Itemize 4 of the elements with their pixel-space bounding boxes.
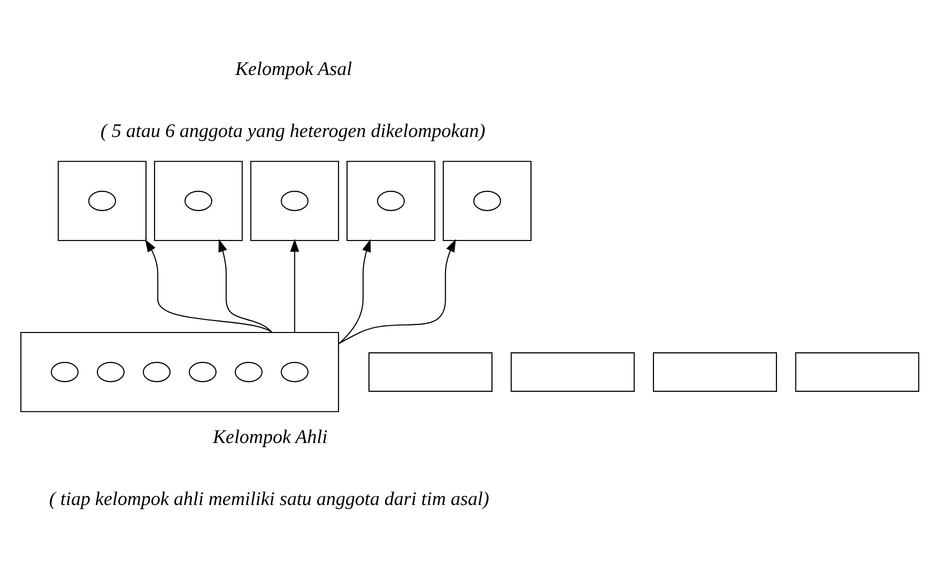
label: Kelompok Ahli bbox=[212, 426, 328, 448]
label: ( 5 atau 6 anggota yang heterogen dikelompokan) bbox=[100, 120, 486, 142]
label: ( tiap kelompok ahli memiliki satu anggota dari tim asal) bbox=[49, 488, 490, 510]
label: Kelompok Asal bbox=[235, 58, 352, 80]
